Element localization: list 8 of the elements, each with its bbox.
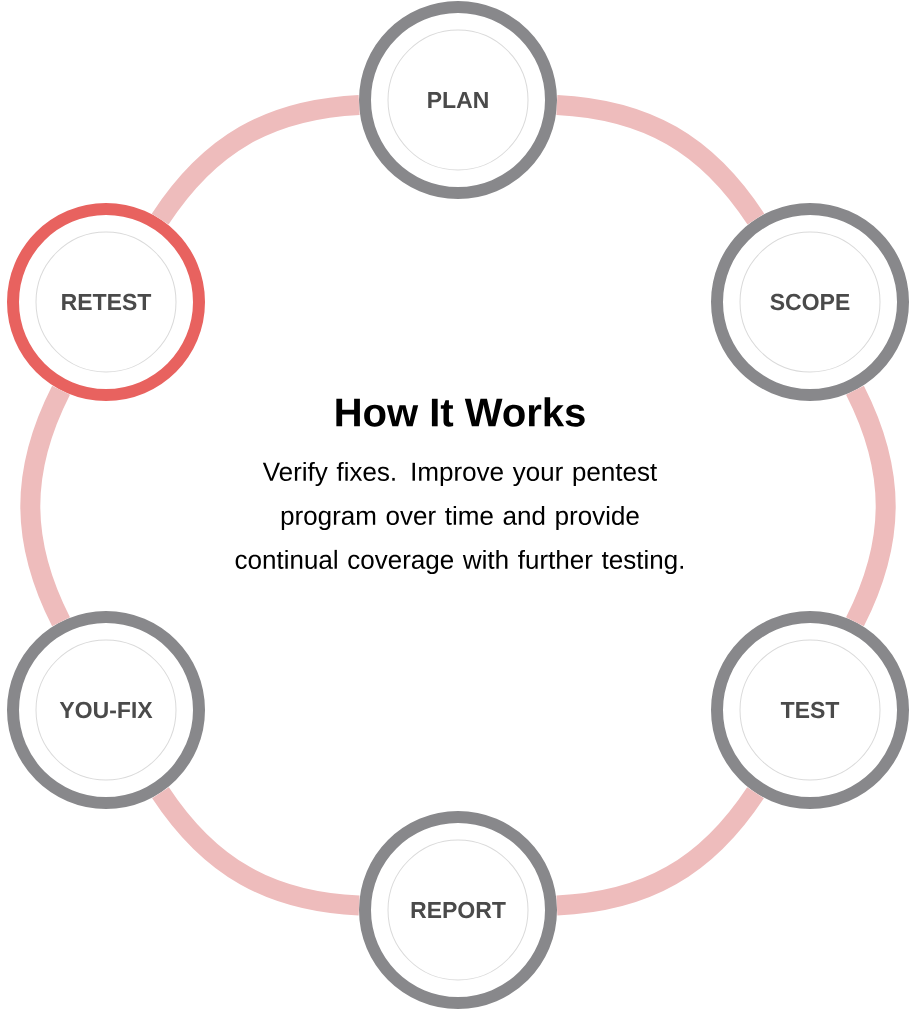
ring-segment	[20, 385, 71, 627]
heading: How It Works	[336, 397, 585, 427]
ring-segment	[556, 786, 764, 916]
ring-segment	[151, 94, 360, 225]
ring-segment	[845, 385, 896, 627]
ring-segment	[152, 786, 360, 916]
description: Verify fixes. Improve your pentest program over time and provide continual coverage with further testing.	[235, 461, 683, 575]
ring-segment	[556, 94, 765, 225]
